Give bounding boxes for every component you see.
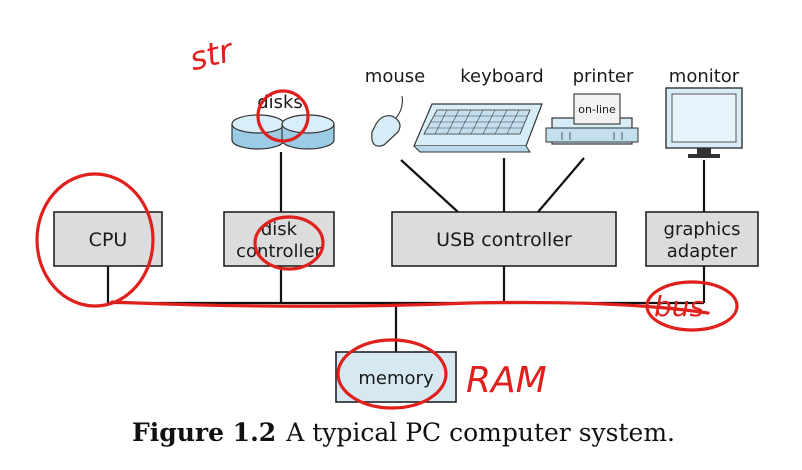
memory: memory [335,351,457,403]
mouse-device: mouse [365,66,425,147]
memory-circle [336,338,448,410]
printer-icon: on-line [545,93,639,145]
graphics-adapter: graphics adapter [645,211,759,267]
disks-circle [256,89,310,143]
disk-controller-circle [253,215,325,271]
printer-display-label: on-line [578,103,616,116]
graphics-adapter-label-line2: adapter [667,241,738,262]
annotation-ram: RAM [466,360,547,401]
monitor-icon [665,87,743,158]
figure-caption: Figure 1.2 A typical PC computer system. [132,418,675,447]
keyboard-icon [413,103,543,153]
printer-label: printer [573,66,634,87]
mouse-label: mouse [365,66,425,87]
annotation-str: str [186,31,238,79]
mouse-link [400,159,459,213]
cpu: CPU [53,211,163,267]
disk-controller-label-line1: disk [261,219,298,240]
monitor-label: monitor [669,66,740,87]
bus-circle [645,280,739,332]
figure-caption-text: A typical PC computer system. [286,418,675,447]
usb-controller-box [391,211,617,267]
cpu-box [53,211,163,267]
keyboard-device: keyboard [413,66,544,153]
cpu-circle [35,172,155,308]
annotation-bus: bus [654,290,704,323]
disk-controller-label-line2: controller [236,241,322,262]
keyboard-label: keyboard [460,66,544,87]
graphics-adapter-label-line1: graphics [664,219,741,240]
memory-label: memory [358,368,434,389]
bus-underline [110,300,710,315]
mouse-icon [371,95,403,147]
cpu-label: CPU [89,229,128,251]
printer-link [537,157,585,213]
usb-controller-label: USB controller [436,229,572,251]
graphics-adapter-box [645,211,759,267]
printer-device: printer on-line [545,66,639,145]
handwritten-annotations: str bus RAM [35,31,739,410]
figure-number: Figure 1.2 [132,418,277,447]
monitor-device: monitor [665,66,743,158]
usb-controller: USB controller [391,211,617,267]
